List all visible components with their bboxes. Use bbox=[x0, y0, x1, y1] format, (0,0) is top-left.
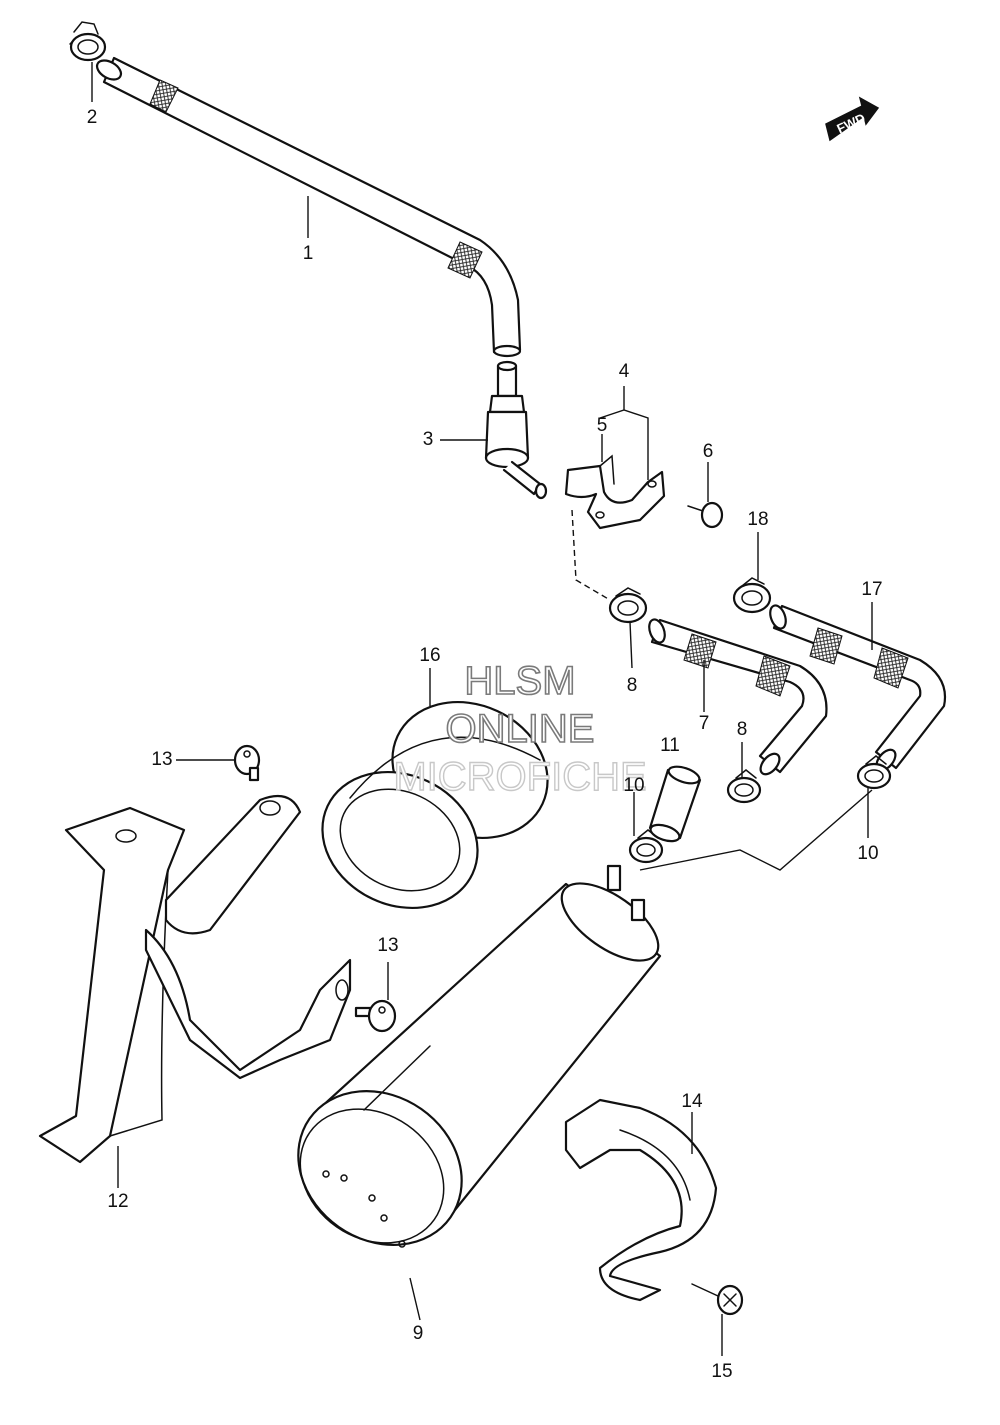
bolt-13-lower[interactable] bbox=[354, 999, 397, 1033]
hose-clamp-8-upper[interactable] bbox=[608, 587, 648, 624]
hose-17[interactable] bbox=[767, 603, 947, 773]
callout-5: 5 bbox=[597, 415, 608, 436]
callout-1: 1 bbox=[303, 243, 314, 264]
cushion-16[interactable] bbox=[300, 677, 570, 932]
callout-8-upper: 8 bbox=[627, 675, 638, 696]
hose-clamp-10-right[interactable] bbox=[856, 755, 892, 790]
fwd-label: FWD bbox=[834, 110, 867, 136]
check-valve-3[interactable] bbox=[484, 360, 548, 500]
callout-10-right: 10 bbox=[857, 843, 878, 864]
callout-13-upper: 13 bbox=[151, 749, 172, 770]
watermark-line1: HLSM bbox=[464, 659, 575, 703]
watermark: HLSM ONLINE MICROFICHE bbox=[393, 658, 648, 800]
hose-clamp-10-left[interactable] bbox=[628, 829, 664, 864]
hose-1[interactable] bbox=[94, 56, 522, 358]
callout-11: 11 bbox=[660, 735, 680, 756]
callouts: 2 1 3 4 5 6 18 8 17 7 8 11 10 10 16 13 1… bbox=[87, 107, 883, 1382]
bracket-12-arm[interactable] bbox=[144, 794, 352, 1080]
callout-8-lower: 8 bbox=[737, 719, 748, 740]
callout-10-left: 10 bbox=[623, 775, 644, 796]
watermark-line2: ONLINE bbox=[446, 707, 595, 751]
screw-15[interactable] bbox=[691, 1283, 744, 1316]
callout-9: 9 bbox=[413, 1323, 424, 1344]
hose-7[interactable] bbox=[646, 617, 828, 777]
callout-18: 18 bbox=[747, 509, 768, 530]
hose-11[interactable] bbox=[648, 763, 702, 844]
callout-6: 6 bbox=[703, 441, 714, 462]
callout-16: 16 bbox=[419, 645, 440, 666]
bolt-13-upper[interactable] bbox=[233, 744, 261, 782]
fwd-arrow-icon: FWD bbox=[825, 96, 880, 142]
screw-6[interactable] bbox=[687, 501, 724, 529]
leader-lines bbox=[91, 62, 873, 1356]
canister-9[interactable] bbox=[268, 864, 671, 1276]
callout-4: 4 bbox=[619, 361, 630, 382]
callout-7: 7 bbox=[699, 713, 710, 734]
hose-clamp-18[interactable] bbox=[732, 577, 772, 614]
watermark-line3: MICROFICHE bbox=[393, 755, 646, 799]
callout-12: 12 bbox=[107, 1191, 128, 1212]
band-14[interactable] bbox=[564, 1098, 718, 1302]
connection-lines bbox=[571, 509, 873, 871]
callout-14: 14 bbox=[681, 1091, 703, 1112]
callout-3: 3 bbox=[423, 429, 434, 450]
callout-17: 17 bbox=[861, 579, 882, 600]
callout-2: 2 bbox=[87, 107, 98, 128]
hose-clamp-8-lower[interactable] bbox=[726, 769, 762, 804]
hose-clamp-2[interactable] bbox=[69, 21, 107, 62]
bracket-4[interactable] bbox=[564, 454, 666, 530]
callout-13-lower: 13 bbox=[377, 935, 398, 956]
callout-15: 15 bbox=[711, 1361, 732, 1382]
